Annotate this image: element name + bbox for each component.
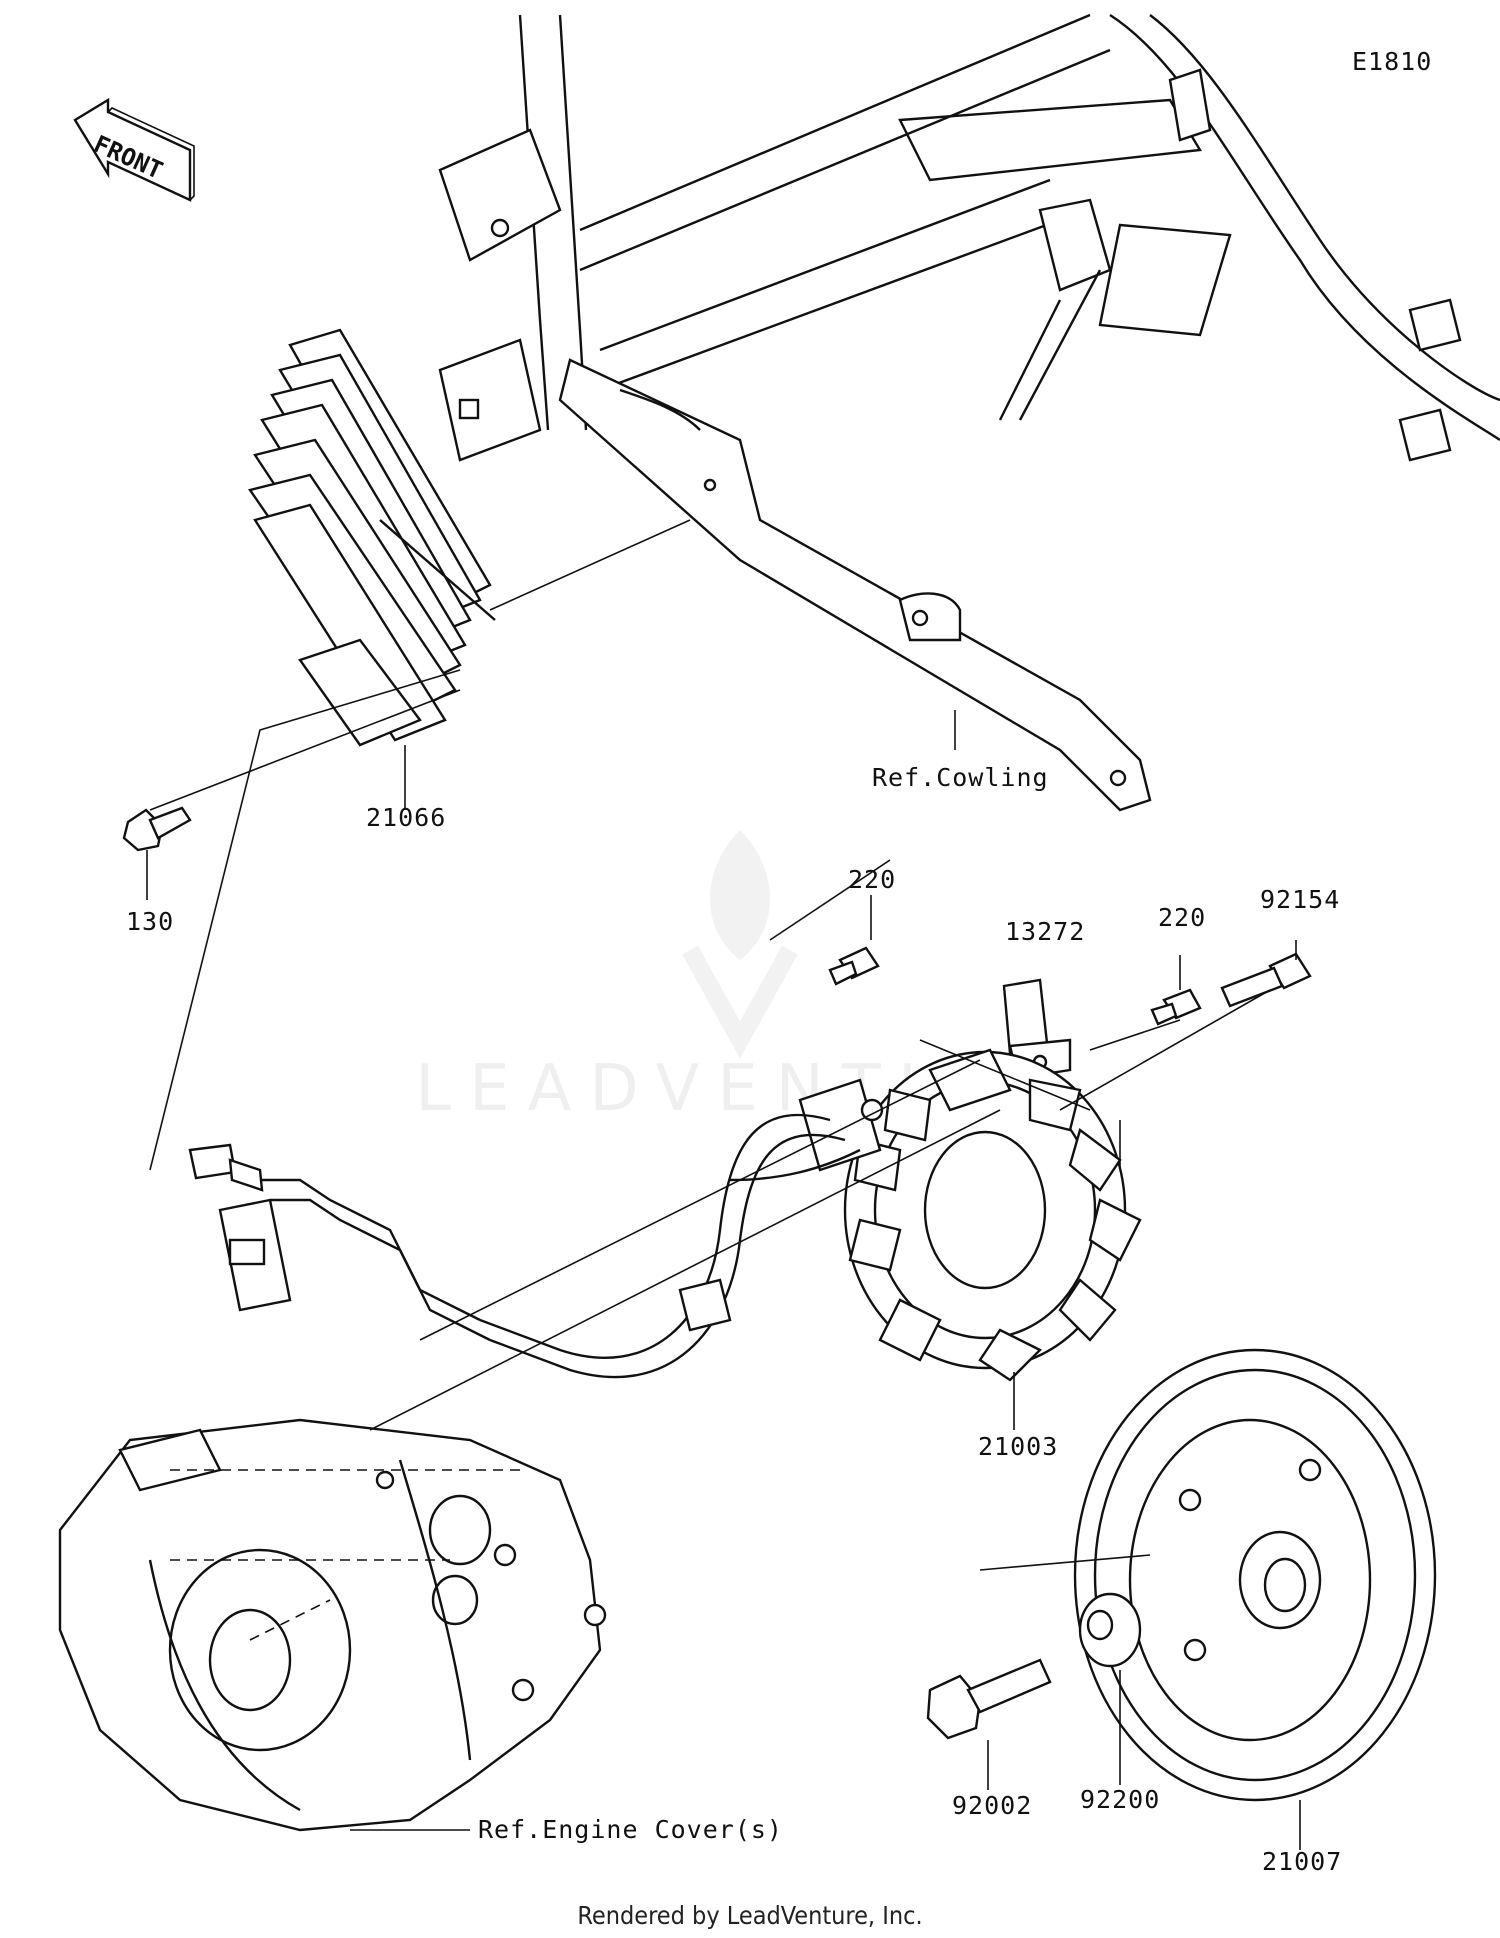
label-ref-engine-cover: Ref.Engine Cover(s): [478, 1815, 783, 1844]
label-130: 130: [126, 907, 174, 936]
label-21007: 21007: [1262, 1847, 1342, 1876]
label-ref-cowling: Ref.Cowling: [872, 763, 1049, 792]
diagram-code: E1810: [1352, 47, 1432, 76]
part-labels: 21066 130 220 13272 220 92154 21003 2100…: [126, 763, 1342, 1876]
part-21066-regulator: [248, 328, 496, 747]
part-21007-flywheel: [1073, 1348, 1437, 1802]
part-130-bolt: [122, 806, 192, 852]
part-92200-washer: [1078, 1592, 1142, 1668]
part-21003-stator: [798, 1048, 1142, 1382]
label-21003: 21003: [978, 1432, 1058, 1461]
part-220-bolt-right: [1150, 988, 1202, 1026]
label-13272: 13272: [1005, 917, 1085, 946]
part-220-bolt-left: [828, 946, 880, 986]
label-92200: 92200: [1080, 1785, 1160, 1814]
wiring-harness: [188, 1113, 861, 1379]
part-92002-bolt: [926, 1658, 1052, 1740]
label-21066: 21066: [366, 803, 446, 832]
footer-credit: Rendered by LeadVenture, Inc.: [577, 1901, 922, 1930]
label-220-right: 220: [1158, 903, 1206, 932]
label-92154: 92154: [1260, 885, 1340, 914]
front-arrow-icon: FRONT: [73, 97, 195, 202]
frame-bracket: [438, 13, 1500, 812]
part-92154-bolt: [1220, 952, 1312, 1008]
engine-cover: [58, 1418, 607, 1832]
label-220-left: 220: [848, 865, 896, 894]
leader-lines: [146, 519, 1301, 1850]
label-92002: 92002: [952, 1791, 1032, 1820]
